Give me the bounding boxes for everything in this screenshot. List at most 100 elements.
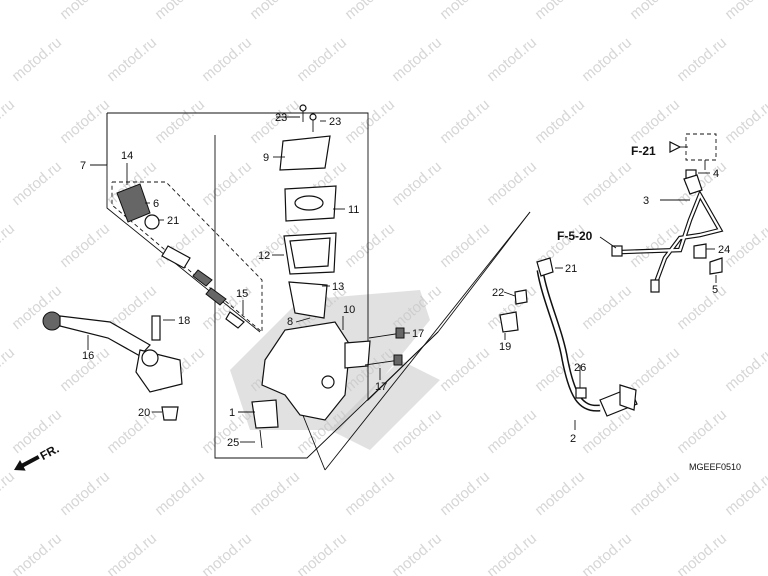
callout-24: 25	[227, 437, 239, 449]
callout-25: 24	[718, 244, 730, 256]
watermark-text: motod.ru	[627, 96, 683, 147]
f21-reference	[669, 133, 717, 170]
watermark-text: motod.ru	[199, 34, 255, 85]
watermark-text: motod.ru	[104, 530, 160, 576]
watermark-text: motod.ru	[104, 34, 160, 85]
watermark-text: motod.ru	[627, 0, 683, 23]
watermark-text: motod.ru	[57, 468, 113, 519]
watermark-text: motod.ru	[0, 0, 18, 23]
watermark-text: motod.ru	[57, 220, 113, 271]
watermark-text: motod.ru	[484, 158, 540, 209]
watermark-text: motod.ru	[389, 530, 445, 576]
callout-26: 26	[574, 362, 586, 374]
callout-15: 15	[236, 288, 248, 300]
ref-f21: F-21	[631, 144, 656, 158]
watermark-text: motod.ru	[0, 468, 18, 519]
watermark-text: motod.ru	[627, 344, 683, 395]
callout-12: 12	[258, 250, 270, 262]
watermark-text: motod.ru	[674, 282, 730, 333]
callout-22: 21	[167, 215, 179, 227]
callout-1: 1	[229, 407, 235, 419]
watermark-text: motod.ru	[199, 530, 255, 576]
leader-lines	[87, 116, 717, 443]
watermark-text: motod.ru	[152, 468, 208, 519]
callout-14: 14	[121, 150, 133, 162]
watermark-text: motod.ru	[294, 34, 350, 85]
plunger-parts	[116, 183, 245, 329]
watermark-text: motod.ru	[722, 0, 768, 23]
callout-10: 10	[343, 304, 355, 316]
watermark-text: motod.ru	[342, 0, 398, 23]
callout-17-b: 17	[375, 381, 387, 393]
watermark-text: motod.ru	[484, 406, 540, 457]
watermark-text: motod.ru	[0, 220, 18, 271]
watermark-text: motod.ru	[579, 158, 635, 209]
callout-7: 7	[80, 160, 86, 172]
diagram-code: MGEEF0510	[689, 462, 741, 472]
callout-5: 5	[712, 284, 718, 296]
watermark-text: motod.ru	[579, 282, 635, 333]
watermark-text: motod.ru	[342, 468, 398, 519]
watermark-text: motod.ru	[9, 158, 65, 209]
watermark-text: motod.ru	[674, 530, 730, 576]
watermark-text: motod.ru	[247, 0, 303, 23]
watermark-text: motod.ru	[342, 96, 398, 147]
watermark-text: motod.ru	[389, 158, 445, 209]
callout-18: 18	[178, 315, 190, 327]
watermark-text: motod.ru	[484, 34, 540, 85]
watermark-text: motod.ru	[342, 220, 398, 271]
watermark-text: motod.ru	[199, 158, 255, 209]
watermark-text: motod.ru	[437, 0, 493, 23]
callout-21-b: 22	[492, 287, 504, 299]
callout-6: 6	[153, 198, 159, 210]
watermark-text: motod.ru	[722, 468, 768, 519]
watermark-text: motod.ru	[57, 0, 113, 23]
watermark-text: motod.ru	[437, 468, 493, 519]
callout-17-a: 17	[412, 328, 424, 340]
watermark-text: motod.ru	[532, 96, 588, 147]
callout-19: 19	[499, 341, 511, 353]
watermark-text: motod.ru	[57, 96, 113, 147]
watermark-text: motod.ru	[674, 34, 730, 85]
brake-lever	[42, 311, 183, 421]
callout-21-a: 21	[565, 263, 577, 275]
callout-8: 8	[287, 316, 293, 328]
callout-23-a: 23	[275, 112, 287, 124]
watermark-text: motod.ru	[484, 530, 540, 576]
watermark-text: motod.ru	[437, 96, 493, 147]
direction-label: FR.	[38, 442, 62, 463]
watermark-text: motod.ru	[579, 530, 635, 576]
brake-hose	[499, 257, 638, 417]
callout-labels: 7 14 6 21 15 18 16 20 1 25 23 23 9 11 12…	[80, 112, 730, 449]
watermark-text: motod.ru	[9, 530, 65, 576]
brake-pipe	[611, 169, 724, 293]
callout-20: 20	[138, 407, 150, 419]
watermark-text: motod.ru	[0, 344, 18, 395]
callout-11: 11	[348, 204, 359, 216]
watermark-text: motod.ru	[389, 34, 445, 85]
ref-f520: F-5-20	[557, 229, 593, 243]
watermark-text: motod.ru	[152, 0, 208, 23]
reservoir-parts	[279, 104, 337, 319]
callout-3: 3	[643, 195, 649, 207]
master-cylinder	[251, 321, 405, 449]
callout-16: 16	[82, 350, 94, 362]
watermark-text: motod.ru	[674, 406, 730, 457]
watermark-text: motod.ru	[0, 96, 18, 147]
watermark-text: motod.ru	[627, 468, 683, 519]
callout-13: 13	[332, 281, 344, 293]
watermark-text: motod.ru	[437, 344, 493, 395]
callout-9: 9	[263, 152, 269, 164]
watermark-text: motod.ru	[579, 34, 635, 85]
watermark-text: motod.ru	[152, 96, 208, 147]
watermark-text: motod.ru	[104, 406, 160, 457]
watermark-text: motod.ru	[532, 468, 588, 519]
callout-23-b: 23	[329, 116, 341, 128]
callout-4: 4	[713, 168, 719, 180]
watermark-text: motod.ru	[532, 0, 588, 23]
watermark-text: motod.ru	[722, 344, 768, 395]
callout-2: 2	[570, 433, 576, 445]
watermark-text: motod.ru	[9, 34, 65, 85]
watermark-text: motod.ru	[437, 220, 493, 271]
